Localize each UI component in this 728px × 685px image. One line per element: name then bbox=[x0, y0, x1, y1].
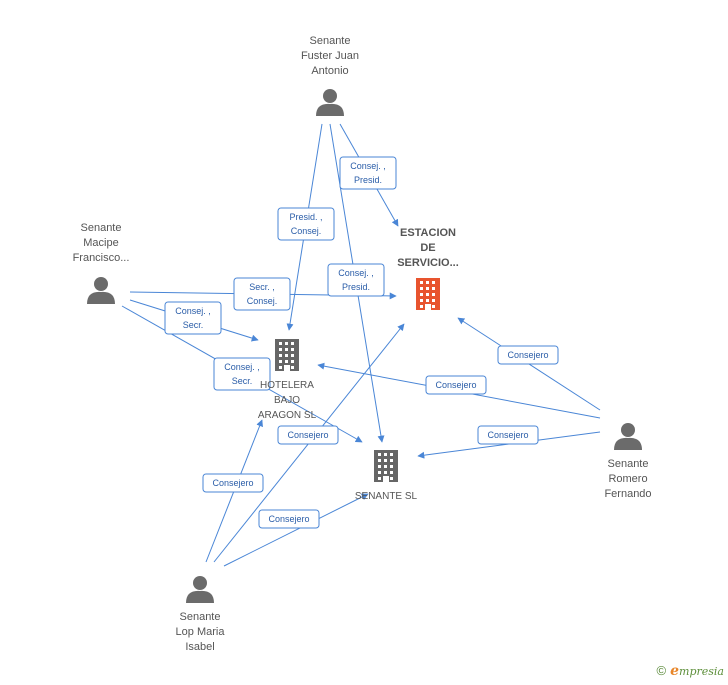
building-icon bbox=[416, 278, 440, 310]
person-name-line: Fuster Juan bbox=[301, 50, 359, 62]
person-icon bbox=[87, 277, 115, 304]
edge-label-text: Consejero bbox=[287, 430, 328, 440]
copyright-symbol: © bbox=[656, 663, 667, 678]
building-icon bbox=[374, 450, 398, 482]
edge-label-romero-senante_sl[interactable]: Consejero bbox=[477, 425, 539, 445]
edge-label-text: Consejero bbox=[212, 478, 253, 488]
person-name-line: Isabel bbox=[185, 641, 214, 653]
person-name-line: Francisco... bbox=[73, 252, 130, 264]
person-name-line: Lop Maria bbox=[176, 626, 226, 638]
edge-label-lop-hotelera[interactable]: Consejero bbox=[202, 473, 264, 493]
edge-label-macipe-estacion[interactable]: Secr. , Consej. bbox=[233, 277, 291, 311]
company-name-line: BAJO bbox=[274, 395, 300, 406]
brand-logo-initial: e bbox=[670, 663, 680, 679]
edge-label-fuster-senante_sl[interactable]: Consej. , Presid. bbox=[327, 263, 385, 297]
edge-label-text: Presid. bbox=[354, 175, 382, 185]
footer-brand[interactable]: ©empresia bbox=[657, 663, 724, 679]
edge-label-text: Consej. , bbox=[224, 362, 260, 372]
edge-label-romero-estacion[interactable]: Consejero bbox=[497, 345, 559, 365]
company-name-line: DE bbox=[420, 242, 435, 254]
edge-lop-senante_sl bbox=[223, 493, 369, 567]
brand-logo-text: mpresia bbox=[679, 665, 724, 678]
company-name-line: ARAGON SL bbox=[258, 410, 317, 421]
person-name-line: Romero bbox=[608, 473, 647, 485]
person-name-line: Senante bbox=[81, 222, 122, 234]
company-name-line: ESTACION bbox=[400, 227, 456, 239]
edge-label-text: Presid. , bbox=[289, 212, 322, 222]
edge-label-macipe-hotelera[interactable]: Consej. , Secr. bbox=[164, 301, 222, 335]
person-name-line: Macipe bbox=[83, 237, 118, 249]
edge-label-text: Consejero bbox=[435, 380, 476, 390]
edge-label-text: Consejero bbox=[487, 430, 528, 440]
company-node-senante_sl[interactable]: SENANTE SL bbox=[355, 450, 418, 502]
edge-label-macipe-senante_sl[interactable]: Consej. , Secr. bbox=[213, 357, 271, 391]
building-icon bbox=[275, 339, 299, 371]
edge-label-text: Consejero bbox=[268, 514, 309, 524]
company-name-line: HOTELERA bbox=[260, 380, 314, 391]
edge-label-lop-senante_sl[interactable]: Consejero bbox=[258, 509, 320, 529]
edge-label-text: Secr. , bbox=[249, 282, 275, 292]
edge-label-text: Consejero bbox=[507, 350, 548, 360]
edge-label-text: Secr. bbox=[232, 376, 253, 386]
company-node-hotelera[interactable]: HOTELERA BAJO ARAGON SL bbox=[258, 339, 317, 421]
person-name-line: Antonio bbox=[311, 65, 348, 77]
edge-label-text: Presid. bbox=[342, 282, 370, 292]
edge-label-fuster-hotelera[interactable]: Presid. , Consej. bbox=[277, 207, 335, 241]
edge-labels-layer: Consej. , Presid. Presid. , Consej. Consej. … bbox=[164, 156, 559, 529]
edge-label-text: Consej. , bbox=[350, 161, 386, 171]
edge-label-text: Consej. , bbox=[338, 268, 374, 278]
company-name-line: SERVICIO... bbox=[397, 257, 459, 269]
person-icon bbox=[186, 576, 214, 603]
edge-label-text: Consej. bbox=[247, 296, 278, 306]
company-name-line: SENANTE SL bbox=[355, 491, 418, 502]
edge-label-lop-estacion[interactable]: Consejero bbox=[277, 425, 339, 445]
person-name-line: Fernando bbox=[604, 488, 651, 500]
edge-label-text: Consej. bbox=[291, 226, 322, 236]
person-node-macipe[interactable]: SenanteMacipeFrancisco... bbox=[73, 222, 130, 304]
person-name-line: Senante bbox=[180, 611, 221, 623]
person-name-line: Senante bbox=[310, 35, 351, 47]
edge-label-romero-hotelera[interactable]: Consejero bbox=[425, 375, 487, 395]
person-icon bbox=[614, 423, 642, 450]
edge-label-fuster-estacion[interactable]: Consej. , Presid. bbox=[339, 156, 397, 190]
person-name-line: Senante bbox=[608, 458, 649, 470]
edge-label-text: Secr. bbox=[183, 320, 204, 330]
person-icon bbox=[316, 89, 344, 116]
company-node-estacion[interactable]: ESTACION DE SERVICIO... bbox=[397, 227, 459, 310]
edge-label-text: Consej. , bbox=[175, 306, 211, 316]
